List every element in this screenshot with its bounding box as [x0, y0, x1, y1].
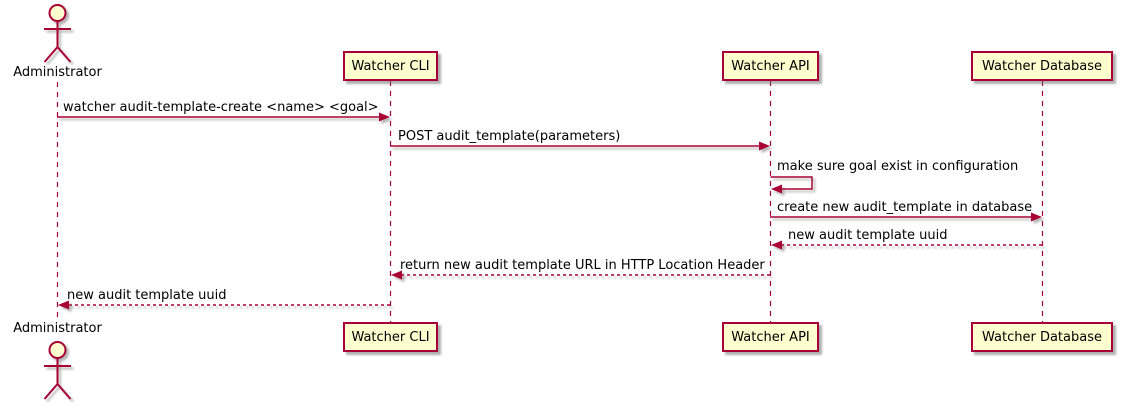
participant-box-watcher-cli-bottom: Watcher CLI	[343, 322, 438, 352]
message-arrowhead-2	[759, 141, 770, 151]
actor-head	[48, 341, 67, 359]
message-label-4: create new audit_template in database	[777, 200, 1033, 215]
message-label-3: make sure goal exist in configuration	[777, 159, 1019, 174]
actor-body	[43, 358, 72, 400]
lifelines	[56, 81, 1044, 322]
actor-body	[43, 21, 72, 63]
message-arrowhead-6	[391, 270, 402, 280]
participant-box-watcher-database-bottom: Watcher Database	[971, 322, 1113, 352]
participant-box-watcher-api-top: Watcher API	[722, 51, 819, 81]
participant-box-watcher-database-top: Watcher Database	[971, 51, 1113, 81]
participant-box-watcher-cli-top: Watcher CLI	[343, 51, 438, 81]
message-arrows	[57, 112, 1042, 310]
message-label-1: watcher audit-template-create <name> <go…	[63, 100, 379, 115]
administrator-actor-icon-bottom	[43, 341, 72, 400]
message-label-5: new audit template uuid	[788, 228, 948, 243]
message-arrowhead-5	[771, 240, 782, 250]
message-label-2: POST audit_template(parameters)	[398, 129, 621, 144]
message-arrowhead-1	[379, 112, 390, 122]
actor-head	[48, 4, 67, 22]
actor-label-administrator-top: Administrator	[13, 65, 102, 80]
administrator-actor-icon-top	[43, 4, 72, 63]
message-arrowhead-3	[771, 184, 782, 194]
actor-label-administrator-bottom: Administrator	[13, 321, 102, 336]
message-arrowhead-7	[58, 300, 69, 310]
message-label-6: return new audit template URL in HTTP Lo…	[400, 258, 765, 273]
message-arrow-3-self-loop	[770, 176, 813, 190]
participant-box-watcher-api-bottom: Watcher API	[722, 322, 819, 352]
message-label-7: new audit template uuid	[67, 288, 227, 303]
message-arrowhead-4	[1031, 212, 1042, 222]
